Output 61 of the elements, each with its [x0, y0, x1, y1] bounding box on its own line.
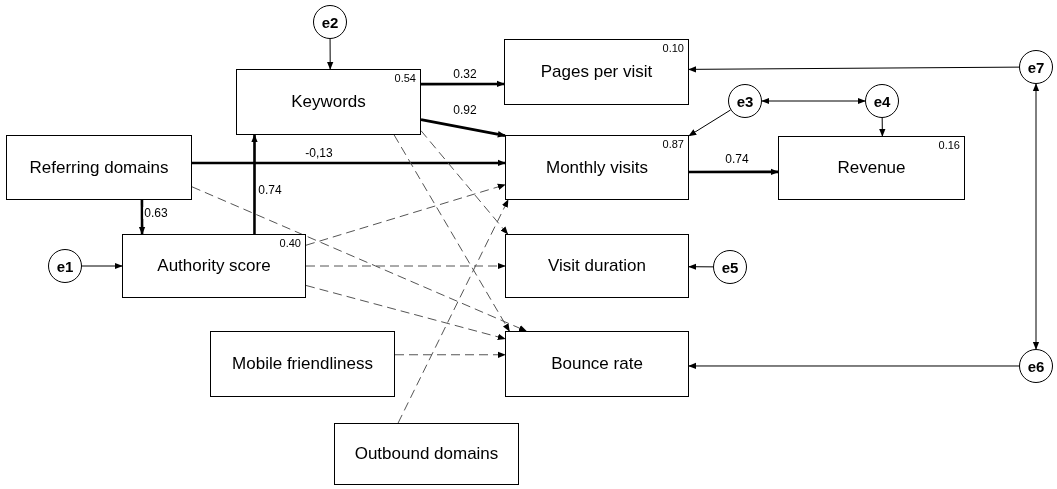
arrow — [191, 186, 527, 332]
variable-box — [236, 69, 421, 135]
arrow — [689, 168, 779, 176]
arrow — [393, 134, 510, 332]
arrow — [688, 362, 1020, 370]
arrow — [305, 183, 506, 246]
arrow — [305, 262, 506, 270]
variable-box — [505, 234, 689, 298]
arrow — [394, 351, 506, 358]
variable-box — [122, 234, 306, 298]
variable-name: Keywords — [290, 92, 367, 112]
variable-name: e5 — [721, 259, 739, 275]
arrow — [879, 117, 886, 137]
arrow — [761, 97, 866, 105]
arrow — [420, 118, 506, 138]
variable-name: Monthly visits — [545, 157, 649, 178]
variable-name: e3 — [736, 93, 754, 109]
variable-name: Visit duration — [547, 256, 647, 276]
variable-name: Pages per visit — [539, 62, 654, 82]
edge-label: 0.74 — [257, 184, 283, 196]
variable-name: e1 — [56, 258, 74, 274]
arrow — [192, 159, 506, 167]
arrow — [305, 284, 506, 340]
arrow — [138, 200, 146, 235]
r-squared-value: 0.16 — [938, 140, 960, 151]
variable-name: Outbound domains — [353, 444, 500, 464]
variable-name: Revenue — [836, 158, 907, 178]
arrow — [688, 66, 1020, 73]
arrow — [421, 80, 505, 88]
variable-box — [334, 423, 519, 485]
r-squared-value: 0.40 — [279, 238, 301, 249]
variable-name: Bounce rate — [550, 354, 644, 374]
variable-box — [504, 39, 689, 105]
variable-box — [505, 135, 689, 200]
r-squared-value: 0.54 — [394, 73, 416, 84]
arrow — [326, 38, 334, 70]
arrow — [1032, 83, 1040, 350]
arrow — [251, 134, 258, 234]
edge-label: 0.32 — [452, 68, 478, 80]
variable-name: e6 — [1027, 358, 1045, 374]
variable-name: e2 — [321, 14, 339, 30]
arrow — [397, 199, 509, 424]
r-squared-value: 0.87 — [662, 139, 684, 150]
variable-name: e4 — [873, 93, 891, 109]
edge-label: 0.92 — [452, 104, 478, 116]
edge-label: 0.63 — [143, 207, 169, 219]
arrow — [688, 263, 714, 270]
variable-box — [778, 136, 965, 200]
variable-name: Referring domains — [28, 157, 170, 178]
variable-name: Mobile friendliness — [231, 354, 374, 374]
variable-box — [210, 331, 395, 397]
r-squared-value: 0.10 — [662, 43, 684, 54]
variable-name: e7 — [1027, 59, 1045, 75]
variable-box — [505, 331, 689, 397]
edge-label: -0,13 — [304, 147, 334, 159]
variable-box — [6, 135, 192, 200]
arrow — [688, 109, 732, 137]
variable-name: Authority score — [156, 256, 272, 276]
arrow — [420, 130, 509, 235]
arrow — [81, 262, 123, 270]
edge-label: 0.74 — [724, 153, 750, 165]
